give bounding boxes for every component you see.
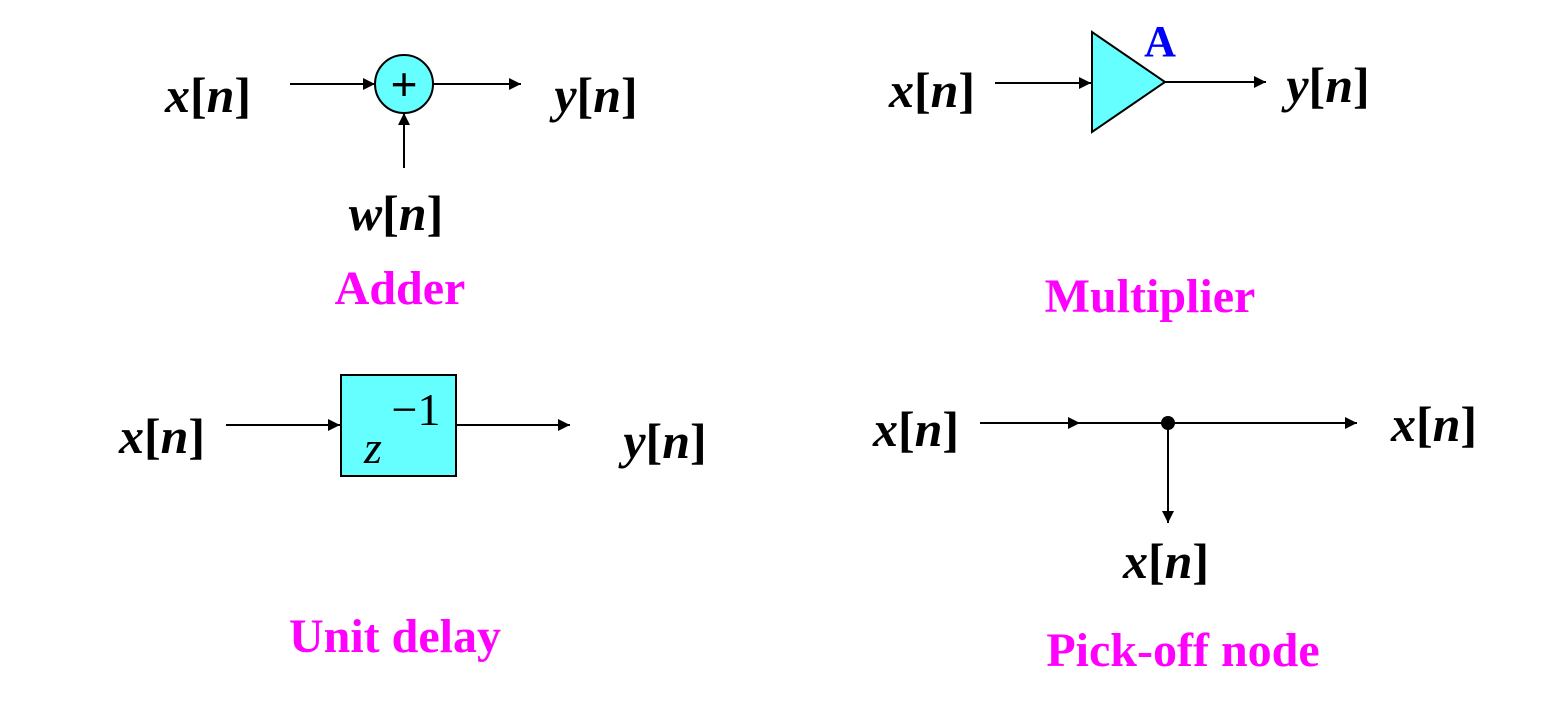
pickoff-branch-label: x[n]: [1122, 533, 1209, 589]
pickoff-output-label: x[n]: [1390, 396, 1477, 452]
unit-delay-caption: Unit delay: [289, 610, 501, 663]
plus-icon: +: [391, 58, 418, 110]
adder-side-label: w[n]: [349, 185, 443, 241]
pickoff-caption: Pick-off node: [1046, 624, 1319, 677]
delay-z-symbol: z: [363, 422, 382, 473]
pickoff-node-dot: [1161, 416, 1175, 430]
multiplier-gain-label: A: [1144, 17, 1176, 66]
pickoff-diagram: x[n] x[n] x[n] Pick-off node: [872, 396, 1477, 677]
adder-output-label: y[n]: [549, 67, 637, 123]
delay-output-label: y[n]: [618, 413, 706, 469]
adder-input-label: x[n]: [164, 67, 251, 123]
delay-input-label: x[n]: [118, 408, 205, 464]
multiplier-input-label: x[n]: [888, 62, 975, 118]
multiplier-diagram: x[n] A y[n] Multiplier: [888, 17, 1370, 323]
multiplier-caption: Multiplier: [1045, 270, 1256, 323]
multiplier-triangle: [1091, 30, 1167, 134]
delay-block: [340, 374, 457, 477]
adder-diagram: x[n] + y[n] w[n] Adder: [164, 54, 638, 315]
delay-z-exponent: −1: [392, 384, 441, 435]
unit-delay-diagram: x[n] z −1 y[n] Unit delay: [118, 374, 707, 663]
adder-caption: Adder: [335, 262, 466, 315]
pickoff-input-label: x[n]: [872, 401, 959, 457]
multiplier-output-label: y[n]: [1281, 57, 1369, 113]
